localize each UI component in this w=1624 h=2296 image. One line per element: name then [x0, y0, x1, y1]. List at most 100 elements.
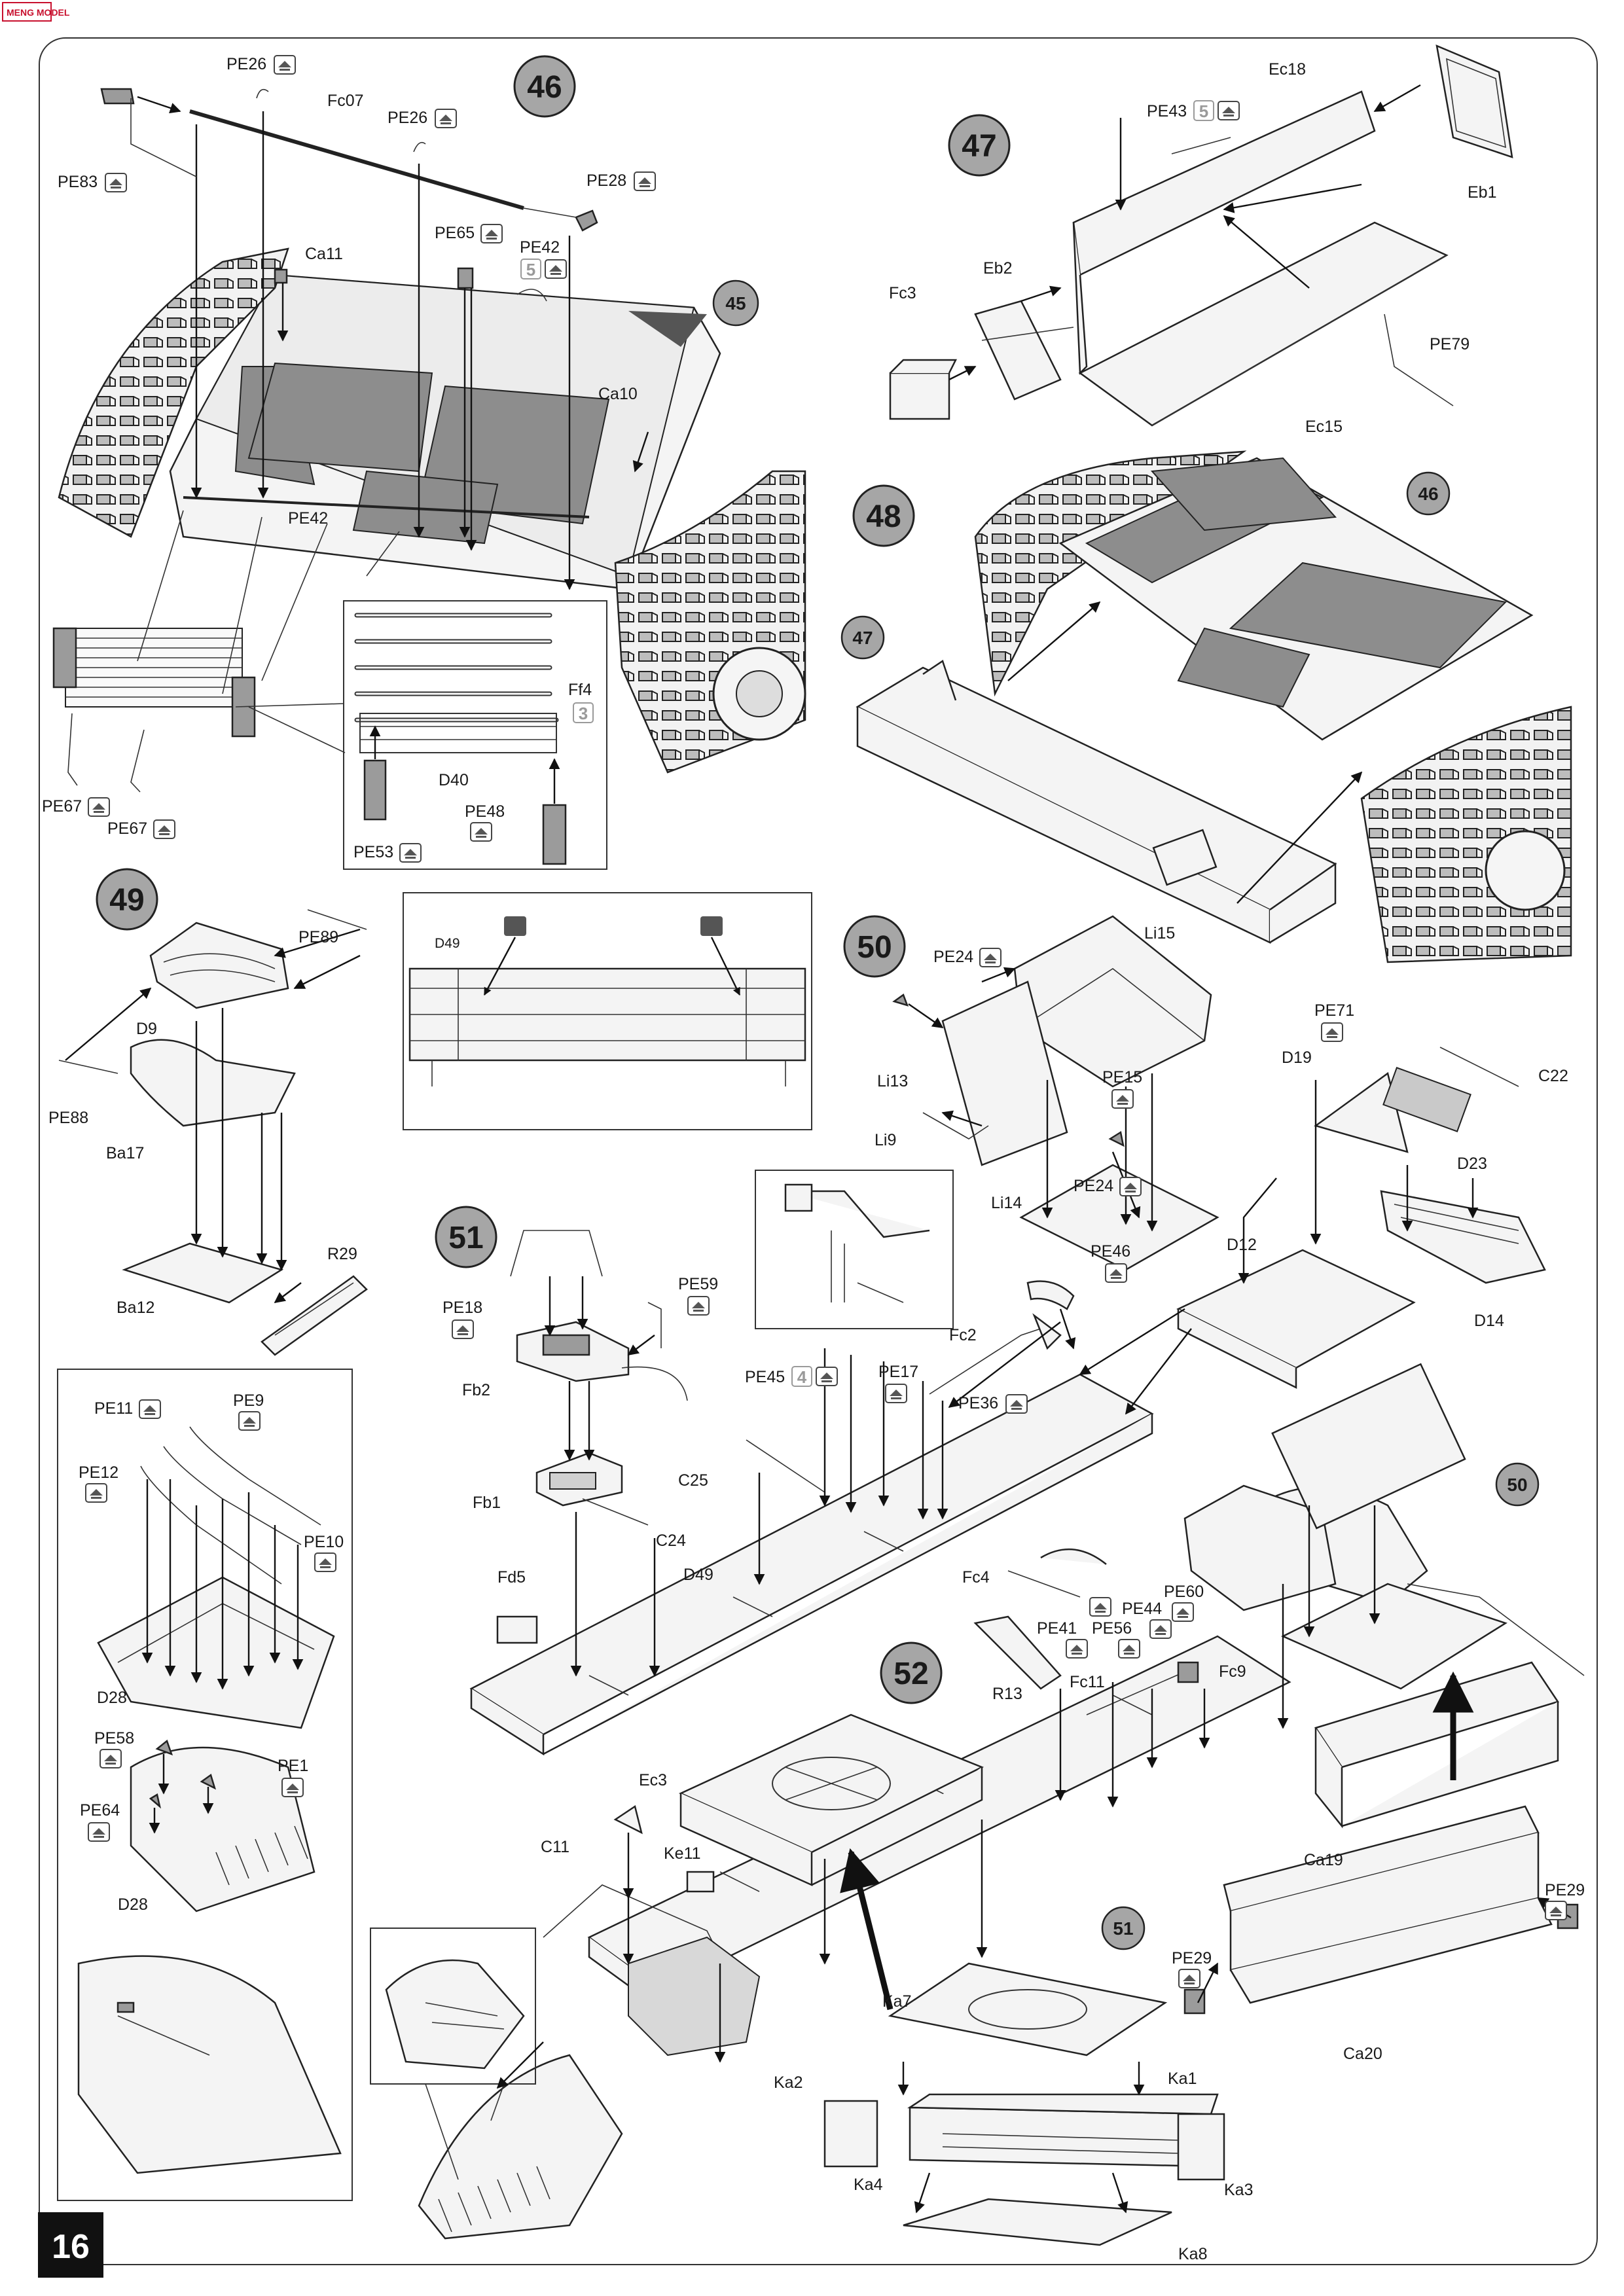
- step-47: 47 Ec18 PE43: [889, 44, 1513, 436]
- ref-51-number: 51: [1113, 1918, 1133, 1939]
- label-d23: D23: [1457, 1155, 1487, 1173]
- label-fd5: Fd5: [497, 1568, 526, 1587]
- pe56-tag-icon: [1118, 1639, 1140, 1659]
- pe83-tag-icon: [105, 173, 127, 192]
- label-ka2: Ka2: [774, 2073, 803, 2092]
- step-52: 52 50 51: [370, 1001, 1585, 2263]
- step-52-circle: [880, 1641, 943, 1704]
- page-number: 16: [52, 2228, 90, 2266]
- step-51-number: 51: [448, 1221, 483, 1255]
- label-pe36: PE36: [958, 1394, 998, 1412]
- label-pe29-b: PE29: [1172, 1949, 1212, 1967]
- label-ka1: Ka1: [1168, 2070, 1197, 2088]
- label-pe44: PE44: [1122, 1600, 1162, 1618]
- pe42-qty: 5: [526, 260, 535, 279]
- pe45-tag-icon: [816, 1367, 838, 1386]
- label-pe71: PE71: [1314, 1001, 1354, 1020]
- label-pe60: PE60: [1164, 1583, 1204, 1601]
- label-r13: R13: [992, 1685, 1022, 1703]
- label-ka3: Ka3: [1224, 2181, 1253, 2199]
- pe48-tag-icon: [470, 822, 492, 842]
- pe53-tag-icon: [399, 843, 422, 863]
- pe46-tag-icon: [1105, 1263, 1127, 1283]
- label-d12: D12: [1227, 1236, 1257, 1254]
- label-pe15: PE15: [1102, 1068, 1142, 1086]
- label-pe10: PE10: [304, 1533, 344, 1551]
- step-52-detail-inset: [370, 1928, 536, 2085]
- step-50-circle: [843, 915, 906, 978]
- label-pe48: PE48: [465, 802, 505, 821]
- step-49-number: 49: [109, 883, 144, 918]
- label-pe46: PE46: [1091, 1242, 1130, 1261]
- label-fc11: Fc11: [1070, 1673, 1105, 1691]
- label-d49-inset: D49: [435, 936, 460, 951]
- pe43-qty-box: [1193, 100, 1214, 121]
- label-ca10: Ca10: [598, 385, 638, 403]
- label-pe88: PE88: [48, 1109, 88, 1127]
- brand-logo: MENG MODEL: [2, 2, 70, 22]
- label-ff4: Ff4: [568, 681, 592, 699]
- label-pe59: PE59: [678, 1275, 718, 1293]
- label-li9: Li9: [875, 1131, 896, 1149]
- label-pe26-a: PE26: [226, 55, 266, 73]
- label-ca19: Ca19: [1304, 1851, 1343, 1869]
- label-ec15: Ec15: [1305, 418, 1343, 436]
- ff4-qty-box: [573, 702, 594, 723]
- label-ba17: Ba17: [106, 1144, 144, 1162]
- step-50-labels: Li15 PE24 Li13 PE15 Li9 Li14 PE24: [875, 924, 1175, 1212]
- pe43-tag-icon: [1218, 101, 1240, 120]
- label-c24: C24: [656, 1532, 686, 1550]
- d49-warning-icon-b: [700, 916, 723, 936]
- tool-parts: [510, 1230, 688, 1507]
- stowage-bin-parts: [892, 915, 1219, 1271]
- pe24-a-tag-icon: [979, 948, 1001, 967]
- step-50-number: 50: [857, 930, 892, 965]
- label-fb1: Fb1: [473, 1494, 501, 1512]
- label-pe43: PE43: [1147, 102, 1187, 120]
- ff4-rods: [354, 613, 559, 753]
- d49-detail-inset: D49: [403, 892, 812, 1130]
- pe10-tag-icon: [314, 1552, 336, 1572]
- pe58-tag-icon: [99, 1749, 122, 1768]
- pe59-tag-icon: [687, 1296, 710, 1316]
- label-pe9: PE9: [233, 1391, 264, 1410]
- pe71-tag-icon: [1321, 1022, 1343, 1042]
- label-ca11: Ca11: [305, 245, 343, 263]
- label-fc2: Fc2: [949, 1326, 977, 1344]
- step-47-circle: [948, 114, 1011, 177]
- pe65-tag-icon: [480, 224, 503, 243]
- label-pe45: PE45: [745, 1368, 785, 1386]
- label-c22: C22: [1538, 1067, 1568, 1085]
- label-fc9: Fc9: [1219, 1662, 1246, 1681]
- step-47-number: 47: [962, 129, 996, 164]
- step-47-labels: Ec18 PE43 5 Eb1 Eb2 Fc3 PE79 Ec15: [889, 60, 1496, 436]
- step-48-number: 48: [866, 499, 901, 534]
- step-49-labels: PE89 D9 PE88 Ba17 Ba12 R29 PE11 PE9 PE12…: [48, 928, 357, 1914]
- label-li15: Li15: [1144, 924, 1175, 942]
- pe26-a-tag-icon: [274, 55, 296, 75]
- pe41-b-tag-icon: [1089, 1597, 1111, 1617]
- label-c11: C11: [541, 1838, 569, 1856]
- ref-46-circle: [1406, 471, 1451, 516]
- pe43-qty: 5: [1199, 101, 1208, 121]
- hull-rear-assembly: [52, 247, 806, 793]
- label-d19: D19: [1282, 1049, 1312, 1067]
- step-50: 50 Li15: [755, 915, 1219, 1329]
- label-pe42-b: PE42: [288, 509, 328, 528]
- step-51: 51 PE18 PE59 Fb2 Fb1: [435, 1206, 718, 1512]
- pe67-b-tag-icon: [153, 819, 175, 839]
- rear-box-parts: [889, 44, 1513, 427]
- step-51-labels: PE18 PE59 Fb2 Fb1: [442, 1275, 718, 1512]
- hull-with-rear-box: [856, 450, 1572, 963]
- label-ka7: Ka7: [882, 1992, 911, 2011]
- ref-50-circle: [1495, 1462, 1540, 1507]
- label-d14: D14: [1474, 1312, 1504, 1330]
- ref-47-number: 47: [852, 628, 873, 648]
- label-eb2: Eb2: [983, 259, 1012, 278]
- label-ka4: Ka4: [854, 2176, 883, 2194]
- page-number-badge: 16: [38, 2212, 103, 2278]
- label-pe58: PE58: [94, 1729, 134, 1748]
- pe29-b-tag-icon: [1178, 1969, 1200, 1988]
- pe60-tag-icon: [1172, 1602, 1194, 1622]
